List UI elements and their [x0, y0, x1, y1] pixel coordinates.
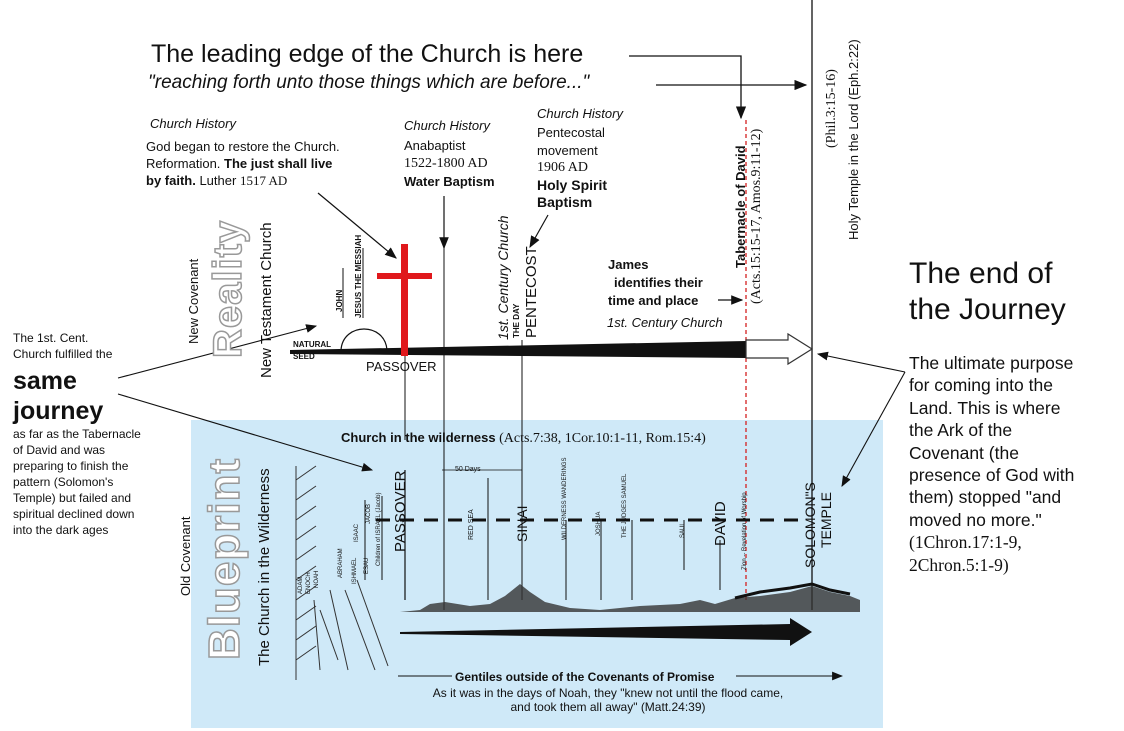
patriarch-enoch: ENOCH	[306, 572, 312, 594]
old-covenant-label: Old Covenant	[178, 516, 193, 597]
patriarch-jacob: JACOB	[366, 503, 372, 524]
phil-ref: (Phil.3:15-16)	[824, 69, 839, 148]
end-journey-body: The ultimate purpose for coming into the…	[909, 353, 1075, 575]
natural-label: NATURAL	[293, 340, 332, 349]
patriarch-abraham: ABRAHAM	[338, 548, 344, 578]
hatch-wall	[295, 465, 317, 680]
gentiles-title: Gentiles outside of the Covenants of Pro…	[455, 670, 715, 684]
new-covenant-label: New Covenant	[186, 258, 201, 344]
anabaptist-heading: Church History	[404, 118, 490, 133]
patriarch-noah: NOAH	[314, 570, 320, 588]
reality-timeline-outline-arrow	[745, 332, 814, 366]
red-sea-label: RED SEA	[468, 509, 475, 540]
first-century-church-vertical: 1st. Century Church	[495, 215, 511, 341]
end-journey-title: The end of the Journey	[909, 257, 1066, 326]
leading-edge-connector	[629, 55, 747, 120]
left-note: The 1st. Cent. Church fulfilled the same…	[13, 331, 141, 537]
zion-label: Zion -- Revelation of Worship	[742, 492, 748, 570]
tabernacle-ref: (Acts.15:15-17, Amos.9:11-12)	[749, 128, 764, 304]
first-century-church-label: 1st. Century Church	[607, 315, 723, 330]
blueprint-passover-label: PASSOVER	[392, 470, 409, 552]
joshua-label: JOSHUA	[596, 511, 602, 536]
pentecostal-note: Pentecostal movement 1906 AD Holy Spirit…	[537, 125, 608, 210]
wilderness-church-label: The Church in the Wilderness	[256, 468, 273, 666]
headline-main: The leading edge of the Church is here	[151, 40, 584, 68]
blueprint-arrow	[400, 618, 812, 646]
cross-icon	[401, 244, 408, 356]
james-note: James identifies their time and place	[608, 257, 703, 308]
blueprint-word: Blueprint	[199, 457, 250, 661]
reality-passover-label: PASSOVER	[366, 359, 437, 374]
pentecost-label: PENTECOST	[523, 246, 540, 338]
new-testament-church-label: New Testament Church	[258, 222, 275, 378]
holy-temple-label: Holy Temple in the Lord (Eph.2:22)	[846, 39, 861, 240]
solomons-label: SOLOMON"S	[802, 482, 818, 568]
john-label: JOHN	[335, 289, 344, 312]
wilderness-wanderings-label: WILDERNESS WANDERINGS	[562, 457, 568, 540]
sinai-label: SINAI	[514, 505, 530, 542]
fifty-days-label: 50 Days	[455, 466, 481, 473]
david-label: DAVID	[712, 501, 729, 546]
reformation-heading: Church History	[150, 116, 236, 131]
pentecostal-heading: Church History	[537, 106, 623, 121]
seed-label: SEED	[293, 352, 315, 361]
blueprint-panel	[191, 420, 883, 728]
children-of-israel: Children of ISRAEL (Jacob)	[376, 492, 382, 566]
tabernacle-title: Tabernacle of David	[733, 145, 748, 268]
reality-timeline-wedge	[290, 341, 746, 358]
wilderness-title: Church in the wilderness (Acts.7:38, 1Co…	[341, 430, 706, 446]
noah-quote: As it was in the days of Noah, they "kne…	[432, 686, 784, 714]
the-day-label: THE DAY	[512, 303, 521, 338]
reformation-note: God began to restore the Church. Reforma…	[146, 139, 340, 188]
saul-label: SAUL	[680, 522, 686, 538]
patriarch-esau: ESAU	[364, 557, 370, 574]
anabaptist-note: Anabaptist 1522-1800 AD Water Baptism	[404, 138, 495, 189]
jesus-label: JESUS THE MESSIAH	[354, 234, 363, 318]
patriarch-adam: ADAM	[298, 576, 304, 594]
terrain	[400, 584, 860, 612]
judges-label: THE JUDGES SAMUEL	[622, 473, 628, 538]
patriarch-isaac: ISAAC	[354, 523, 360, 542]
arch	[340, 328, 388, 351]
headline-sub: "reaching forth unto those things which …	[148, 72, 590, 93]
temple-label: TEMPLE	[818, 491, 834, 548]
reality-word: Reality	[205, 219, 251, 359]
patriarch-ishmael: ISHMAEL	[352, 557, 358, 584]
